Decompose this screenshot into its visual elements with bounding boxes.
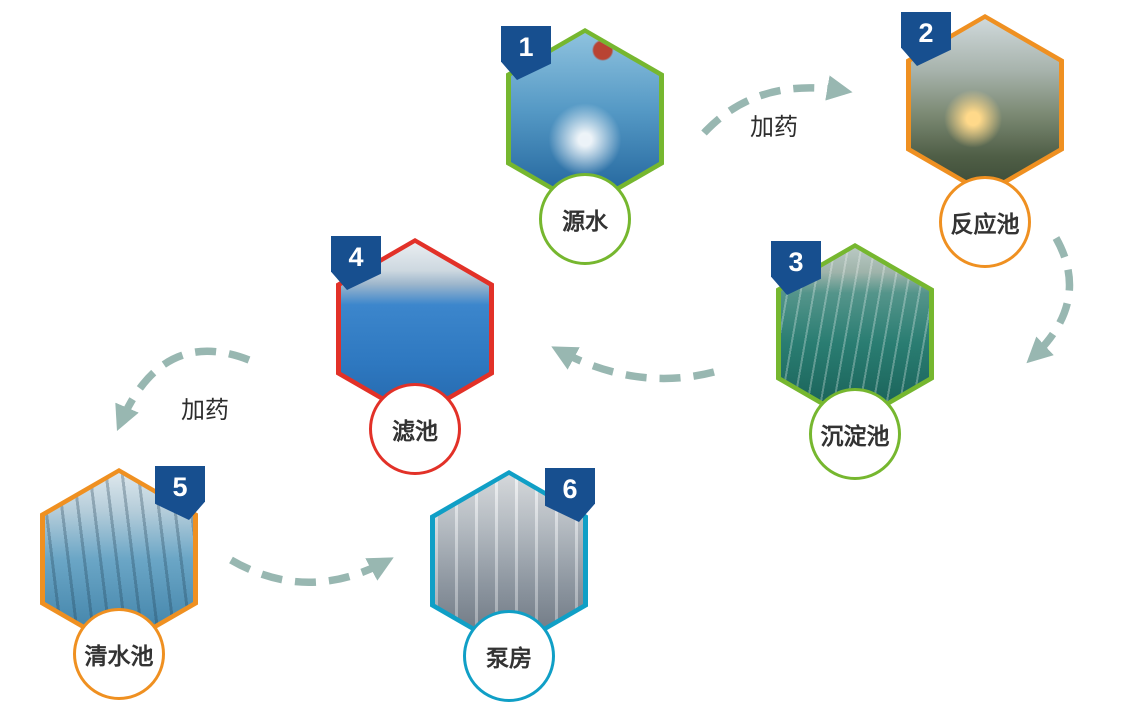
reaction-pool-label: 反应池 xyxy=(939,176,1031,268)
node-clear-water-pool: 5 清水池 xyxy=(40,466,205,713)
step-6-number: 6 xyxy=(562,473,578,504)
node-reaction-pool: 2 反应池 xyxy=(901,12,1064,268)
node-sedimentation-pool: 3 沉淀池 xyxy=(771,241,934,488)
filter-pool-label: 滤池 xyxy=(369,383,461,475)
arrow-reaction-to-sedimentation xyxy=(1026,236,1074,364)
arrow-filter-to-clearwater xyxy=(115,347,251,432)
node-pump-house: 6 泵房 xyxy=(430,468,595,714)
pump-house-label: 泵房 xyxy=(463,610,555,702)
step-3-number: 3 xyxy=(788,246,804,277)
clear-water-pool-label: 清水池 xyxy=(73,608,165,700)
step-1-number: 1 xyxy=(518,31,534,62)
dosing-label-top: 加药 xyxy=(750,114,798,141)
dosing-label-left: 加药 xyxy=(181,397,229,424)
step-4-number: 4 xyxy=(348,241,364,272)
arrow-source-to-reaction xyxy=(701,75,853,136)
sedimentation-pool-label: 沉淀池 xyxy=(809,388,901,480)
node-filter-pool: 4 滤池 xyxy=(331,236,494,483)
arrow-clearwater-to-pump xyxy=(229,556,394,586)
source-water-label: 源水 xyxy=(539,173,631,265)
arrow-sedimentation-to-filter xyxy=(551,346,715,383)
node-source-water: 1 源水 xyxy=(501,26,664,273)
step-2-number: 2 xyxy=(918,17,934,48)
step-5-number: 5 xyxy=(172,471,188,502)
